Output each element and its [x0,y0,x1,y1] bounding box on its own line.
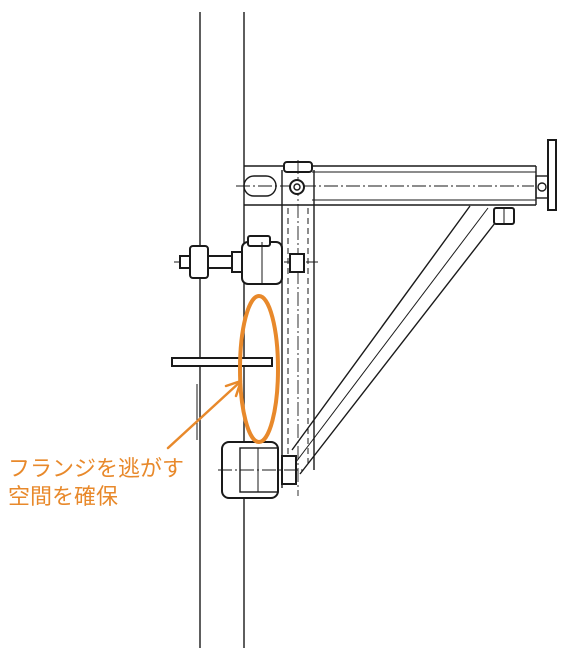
flange-plate [171,357,273,367]
flange-clearance-annotation: フランジを逃がす 空間を確保 [8,294,280,510]
arm-end-block [535,175,549,199]
horizontal-arm [236,139,557,211]
brace-upper-edge [291,205,471,451]
top-clamp-body-top [247,235,271,247]
annotation-text-line1: フランジを逃がす [8,457,184,482]
clearance-ellipse [238,294,280,444]
top-clamp-wing-nut [189,245,209,279]
brace-lower-edge [299,213,503,475]
diagonal-brace [291,205,515,475]
pivot-bolt-outer [289,179,305,195]
pivot-bolt-inner [293,183,301,191]
annotation-text-line2: 空間を確保 [8,485,118,510]
bottom-clamp [218,441,304,499]
arm-left-slot [243,175,277,197]
top-clamp-bolt-head [289,253,305,273]
annotation-arrow-head [224,379,243,398]
brace-inner-line [295,207,489,463]
arm-end-bolt [537,182,547,192]
vertical-member [281,160,315,496]
top-clamp [174,235,318,285]
pole [196,12,245,648]
arm-end-plate [547,139,557,211]
annotation-arrow-shaft [166,380,242,450]
